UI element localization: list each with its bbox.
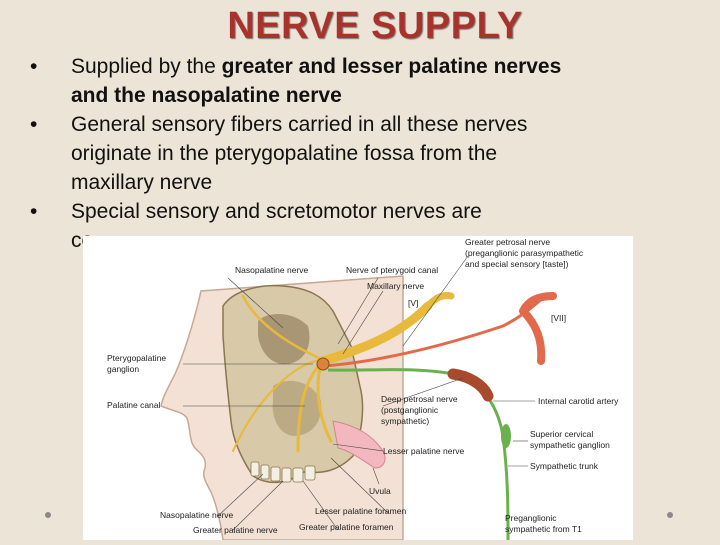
anatomy-illustration: Greater petrosal nerve (preganglionic pa… [83,236,633,540]
label-greater-petrosal-line1: Greater petrosal nerve [465,237,550,247]
label-maxillary: Maxillary nerve [367,281,424,291]
bullet-2-line-3: maxillary nerve [71,171,212,194]
label-lesser-palatine: Lesser palatine nerve [383,446,465,456]
bullet-dot: • [30,110,37,139]
corner-dot-left [45,512,51,518]
facial-nerve-vii [523,296,553,361]
superior-cervical-ganglion [501,424,511,448]
label-preganglionic-2: sympathetic from T1 [505,524,582,534]
slide-title: NERVE SUPPLY [0,5,720,48]
nerve-anatomy-figure: Greater petrosal nerve (preganglionic pa… [83,236,633,540]
bullet-1-line-2-bold: and the nasopalatine nerve [71,84,342,107]
bullet-dot: • [30,52,37,81]
label-nasopalatine-top: Nasopalatine nerve [235,265,309,275]
label-sympathetic-trunk: Sympathetic trunk [530,461,599,471]
label-lesser-palatine-foramen: Lesser palatine foramen [315,506,406,516]
label-deep-petrosal-1: Deep petrosal nerve [381,394,458,404]
label-superior-cervical-1: Superior cervical [530,429,593,439]
bullet-item-1: • Supplied by the greater and lesser pal… [30,52,690,110]
label-v: [V] [408,298,418,308]
label-greater-palatine-foramen: Greater palatine foramen [299,522,394,532]
label-pterygopalatine-2: ganglion [107,364,139,374]
label-internal-carotid: Internal carotid artery [538,396,619,406]
label-pterygoid-canal: Nerve of pterygoid canal [346,265,438,275]
label-vii: [VII] [551,313,566,323]
label-greater-petrosal-line2: (preganglionic parasympathetic [465,248,584,258]
internal-carotid-artery [453,374,488,396]
bullet-3-line-1: Special sensory and scretomotor nerves a… [71,200,482,223]
bullet-list: • Supplied by the greater and lesser pal… [30,52,690,255]
label-palatine-canal: Palatine canal [107,400,161,410]
pterygopalatine-ganglion-dot [317,358,329,370]
label-deep-petrosal-3: sympathetic) [381,416,429,426]
bullet-2-line-2: originate in the pterygopalatine fossa f… [71,142,497,165]
bullet-2-line-1: General sensory fibers carried in all th… [71,113,527,136]
label-superior-cervical-2: sympathetic ganglion [530,440,610,450]
bullet-dot: • [30,197,37,226]
bullet-1-line-1-text: Supplied by the [71,55,222,78]
label-greater-petrosal-line3: and special sensory [taste]) [465,259,569,269]
label-deep-petrosal-2: (postganglionic [381,405,439,415]
corner-dot-right [667,512,673,518]
bullet-1-line-1-bold: greater and lesser palatine nerves [222,55,562,78]
label-nasopalatine-bottom: Nasopalatine nerve [160,510,234,520]
label-pterygopalatine-1: Pterygopalatine [107,353,166,363]
label-greater-palatine-nerve: Greater palatine nerve [193,525,278,535]
label-uvula: Uvula [369,486,391,496]
bullet-item-2: • General sensory fibers carried in all … [30,110,690,197]
label-preganglionic-1: Preganglionic [505,513,557,523]
